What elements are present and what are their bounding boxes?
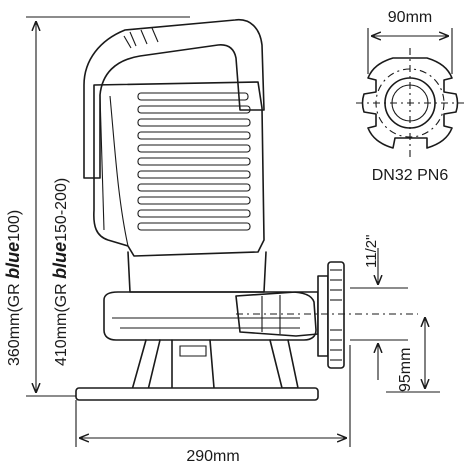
pump-legs	[131, 339, 299, 391]
thread-label: 11/2"	[363, 235, 380, 268]
pump-volute	[103, 291, 317, 341]
base-plate	[75, 387, 319, 401]
flange-detail: 90mm DN32 PN6	[356, 9, 464, 184]
outlet-height-label: 95mm	[397, 348, 414, 392]
motor-housing	[93, 81, 265, 257]
height-label-a: 360mm(GR blue100)	[3, 210, 23, 366]
pump-body	[75, 19, 345, 401]
handle-grip	[123, 27, 159, 49]
outlet-flange	[317, 261, 345, 369]
cooling-fins	[137, 92, 251, 231]
pump-neck	[127, 251, 267, 293]
flange-label: DN32 PN6	[372, 167, 449, 184]
pump-handle	[83, 19, 265, 179]
base-width-label: 290mm	[186, 448, 239, 465]
height-label-b: 410mm(GR blue150-200)	[50, 178, 70, 366]
flange-outline	[361, 57, 459, 149]
flange-width-label: 90mm	[388, 9, 432, 26]
